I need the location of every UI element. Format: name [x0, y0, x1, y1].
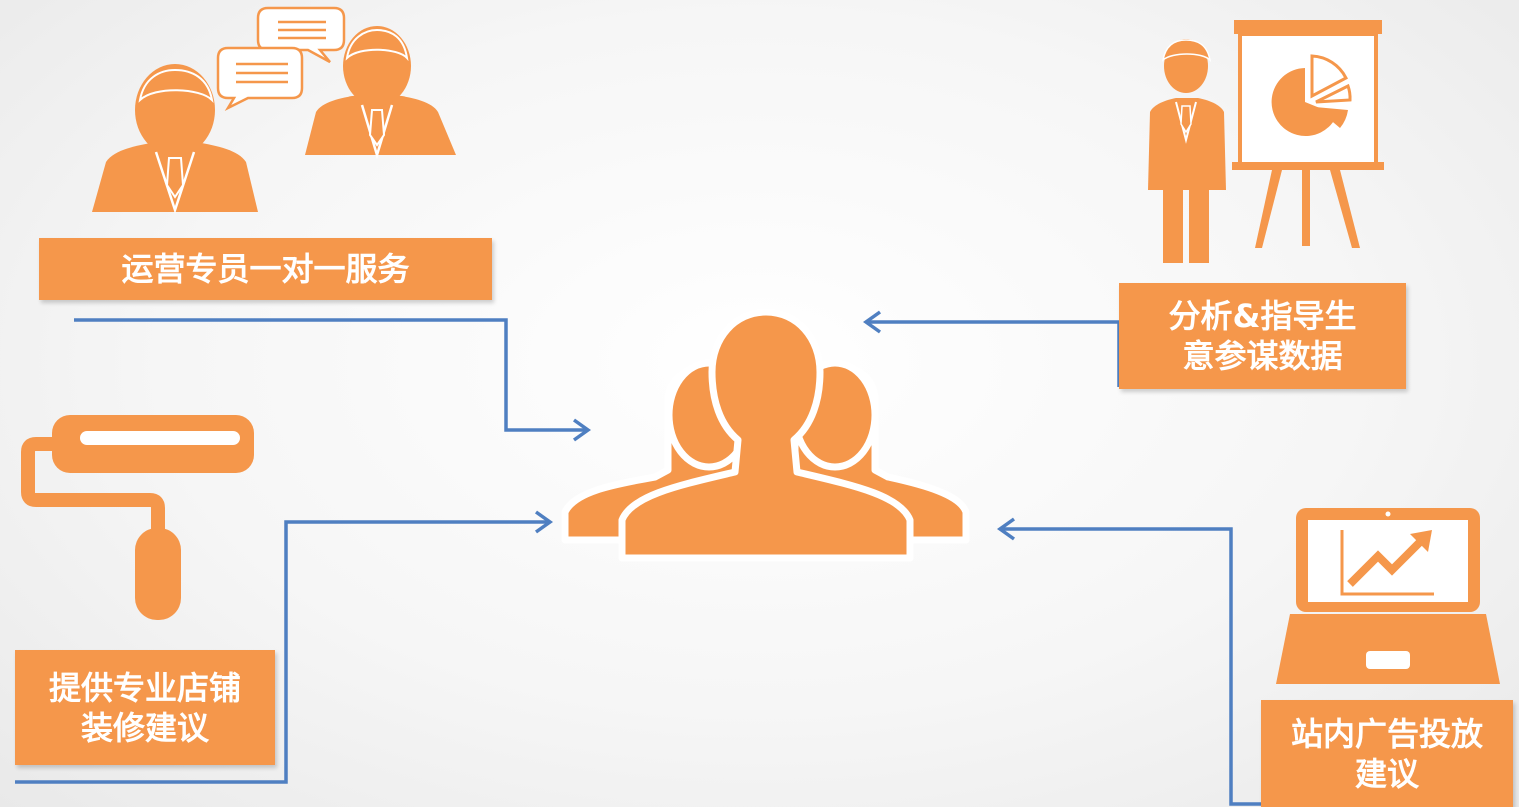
connector-analysis [866, 320, 1121, 387]
presentation-board-icon [1148, 20, 1384, 263]
user-group-center-person-icon [618, 308, 914, 562]
arrowhead-analysis [862, 310, 882, 334]
onsite-ads-label-line-2: 建议 [1354, 754, 1419, 793]
laptop-growth-chart-icon [1276, 508, 1500, 684]
arrowhead-ops [572, 418, 592, 442]
businessman-front-icon [92, 64, 258, 215]
analysis-guidance-label-line-1: 分析&指导生 [1168, 297, 1357, 335]
user-group-icon [561, 308, 970, 562]
connector-ops [74, 318, 588, 432]
arrowhead-ads [996, 517, 1016, 541]
store-decoration-label: 提供专业店铺 装修建议 [15, 650, 275, 765]
ops-specialist-label: 运营专员一对一服务 [39, 238, 492, 300]
store-decoration-label-line-2: 装修建议 [80, 708, 209, 747]
arrowhead-decor [534, 510, 554, 534]
connector-decor [15, 520, 550, 784]
store-decoration-label-line-1: 提供专业店铺 [48, 668, 241, 707]
trend-up-arrow-icon [1347, 530, 1432, 587]
analysis-guidance-label-line-2: 意参谋数据 [1182, 337, 1343, 375]
businessman-back-icon [305, 26, 456, 160]
analysis-guidance-label: 分析&指导生 意参谋数据 [1119, 283, 1406, 389]
onsite-ads-label-line-1: 站内广告投放 [1290, 714, 1483, 753]
ops-specialist-label-line-1: 运营专员一对一服务 [121, 250, 410, 288]
pie-chart-icon [1271, 54, 1352, 136]
paint-roller-icon [21, 415, 254, 620]
presenter-icon [1148, 39, 1226, 263]
onsite-ads-label: 站内广告投放 建议 [1261, 700, 1513, 807]
business-meeting-icon [92, 6, 456, 215]
